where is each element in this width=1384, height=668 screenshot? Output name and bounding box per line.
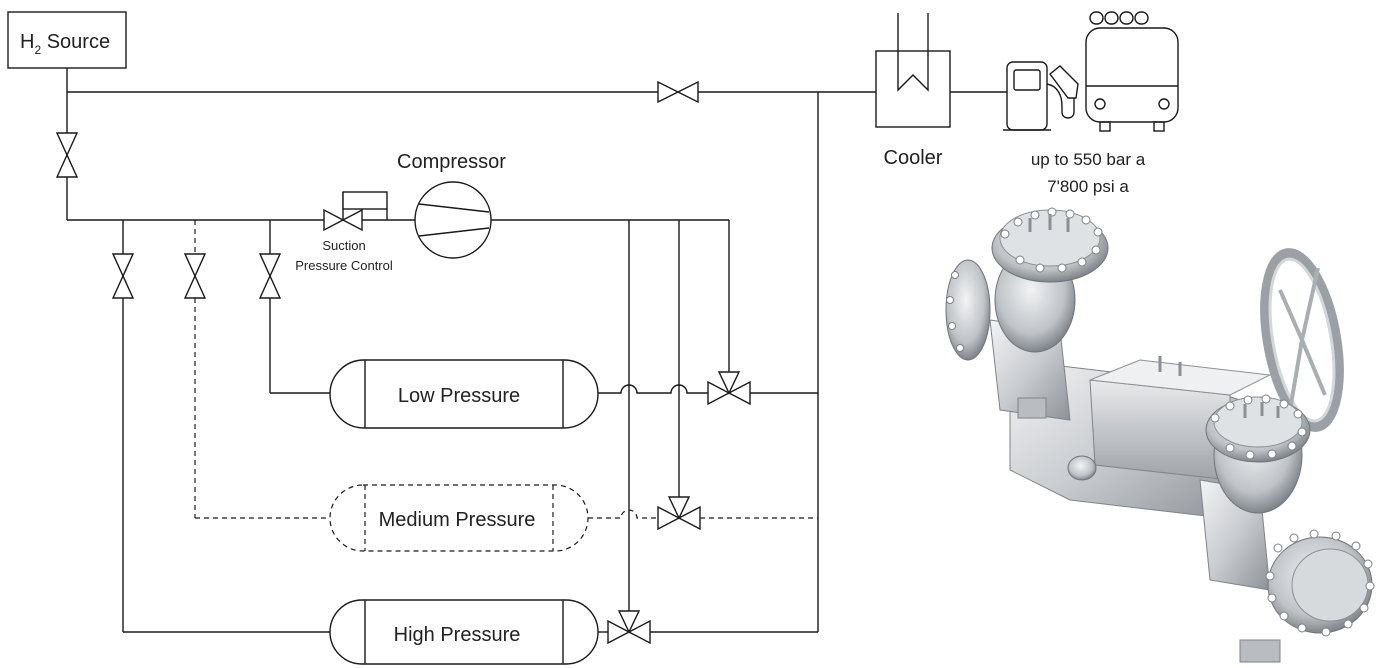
high-pressure-tank[interactable]	[329, 599, 599, 665]
control-valve-icon[interactable]	[607, 610, 651, 645]
control-valve-icon[interactable]	[323, 191, 388, 232]
control-valve-icon[interactable]	[707, 371, 751, 406]
medium-pressure-tank[interactable]	[329, 484, 589, 552]
valve-icon[interactable]	[55, 132, 79, 178]
source-subscript: 2	[34, 43, 41, 57]
source-label-rest: Source	[41, 31, 110, 53]
fuel-pump-icon	[1003, 61, 1079, 131]
piping	[66, 68, 1007, 633]
cooler-label: Cooler	[884, 147, 943, 169]
valve-icon[interactable]	[183, 253, 207, 299]
compressor-icon[interactable]	[414, 181, 492, 259]
high-pressure-label: High Pressure	[394, 624, 521, 646]
medium-pressure-label: Medium Pressure	[379, 509, 536, 531]
suction-label-line1: Suction	[322, 238, 365, 253]
low-pressure-tank[interactable]	[329, 359, 599, 429]
cooler-icon[interactable]	[875, 13, 951, 128]
compressor-machine-image	[945, 207, 1375, 663]
compressor-label: Compressor	[397, 151, 506, 173]
valve-icon[interactable]	[258, 253, 282, 299]
svg-text:H2 Source: H2 Source	[20, 31, 110, 57]
source-label: H	[20, 31, 34, 53]
pressure-psi-label: 7'800 psi a	[1047, 177, 1129, 196]
truck-icon	[1085, 11, 1179, 132]
low-pressure-label: Low Pressure	[398, 385, 520, 407]
suction-label-line2: Pressure Control	[295, 258, 393, 273]
pressure-bar-label: up to 550 bar a	[1031, 150, 1146, 169]
h2-source-box[interactable]: H2 Source	[7, 11, 127, 69]
valve-icon[interactable]	[657, 80, 699, 104]
valve-icon[interactable]	[111, 253, 135, 299]
control-valve-icon[interactable]	[657, 496, 701, 531]
